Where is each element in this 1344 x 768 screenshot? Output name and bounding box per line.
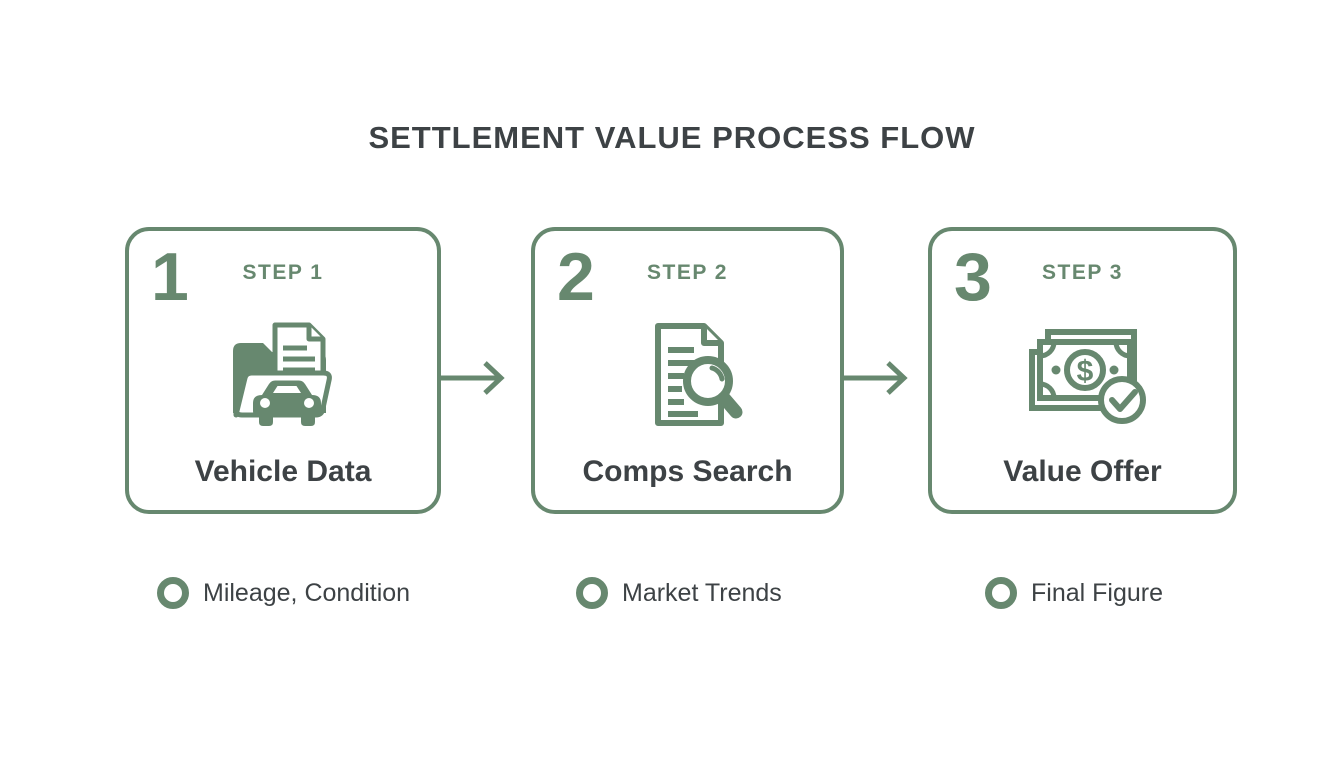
- step-number: 3: [954, 239, 992, 315]
- step-note-3: Final Figure: [985, 576, 1163, 610]
- document-magnifier-icon: [535, 316, 840, 434]
- page-title: SETTLEMENT VALUE PROCESS FLOW: [368, 120, 976, 155]
- step-title: Comps Search: [582, 455, 793, 488]
- step-note-label: Final Figure: [1031, 578, 1163, 607]
- step-card-2: 2 STEP 2 Comps Search: [531, 227, 844, 514]
- arrow-right-icon: [844, 361, 908, 395]
- step-note-label: Mileage, Condition: [203, 578, 411, 607]
- step-number: 1: [151, 239, 189, 315]
- banknote-check-icon: $: [932, 316, 1233, 434]
- step-card-1: 1 STEP 1 Vehicl: [125, 227, 441, 514]
- dollar-sign-icon: $: [1076, 355, 1093, 388]
- circle-bullet-icon: [576, 577, 608, 609]
- step-note-label: Market Trends: [622, 578, 782, 607]
- circle-bullet-icon: [985, 577, 1017, 609]
- step-label: STEP 1: [242, 261, 324, 284]
- folder-car-document-icon: [129, 316, 437, 434]
- step-card-3: 3 STEP 3 $: [928, 227, 1237, 514]
- circle-bullet-icon: [157, 577, 189, 609]
- step-label: STEP 2: [647, 261, 728, 284]
- arrow-right-icon: [441, 361, 505, 395]
- step-label: STEP 3: [1042, 261, 1123, 284]
- step-note-2: Market Trends: [576, 576, 782, 610]
- step-number: 2: [557, 239, 595, 315]
- step-note-1: Mileage, Condition: [157, 576, 410, 610]
- step-title: Value Offer: [1003, 455, 1162, 488]
- step-title: Vehicle Data: [194, 455, 372, 488]
